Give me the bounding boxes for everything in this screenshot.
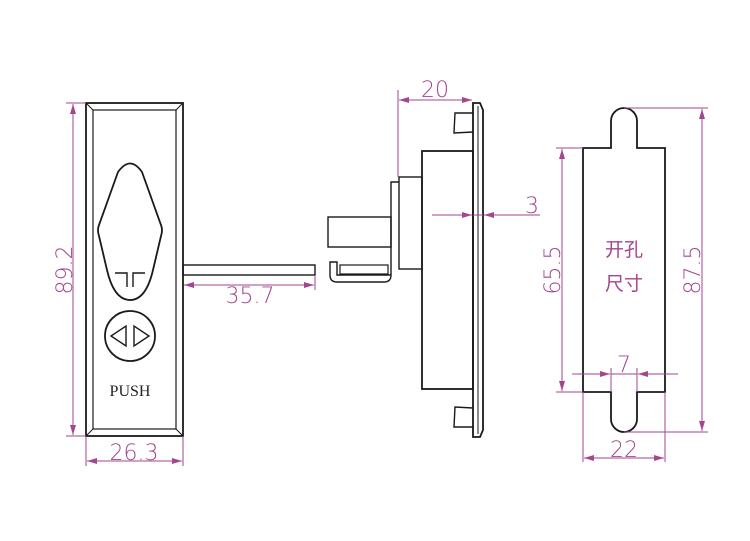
plate-dim-label: 3 xyxy=(525,194,539,219)
front-view: PUSH 89.2 26.3 35.7 xyxy=(53,102,316,466)
handle-dim-label: 35.7 xyxy=(226,284,275,309)
width-dim-label: 26.3 xyxy=(110,441,159,466)
height-dim-label: 89.2 xyxy=(53,246,78,295)
cutout-height-dim-label: 65.5 xyxy=(541,246,566,295)
handle-bar xyxy=(182,264,316,276)
front-plate-bevel xyxy=(92,109,177,430)
depth-dim-label: 20 xyxy=(421,78,449,103)
side-plate xyxy=(472,102,484,438)
cutout-view: 开孔 尺寸 65.5 87.5 7 22 xyxy=(541,107,708,463)
cutout-total-height-dim-label: 87.5 xyxy=(681,246,706,295)
lock-body xyxy=(421,150,474,390)
push-button-circle xyxy=(104,310,156,362)
side-handle xyxy=(327,216,392,248)
cutout-title-line1: 开孔 xyxy=(605,239,643,261)
cutout-width-dim-label: 22 xyxy=(610,438,638,463)
cutout-title-line2: 尺寸 xyxy=(605,273,643,295)
arrows-icon xyxy=(109,324,151,348)
side-view: 20 3 xyxy=(327,78,540,438)
handle-outline xyxy=(97,162,163,301)
push-label: PUSH xyxy=(110,383,151,400)
slot-dim-label: 7 xyxy=(617,353,631,378)
cutout-outline xyxy=(582,107,666,433)
